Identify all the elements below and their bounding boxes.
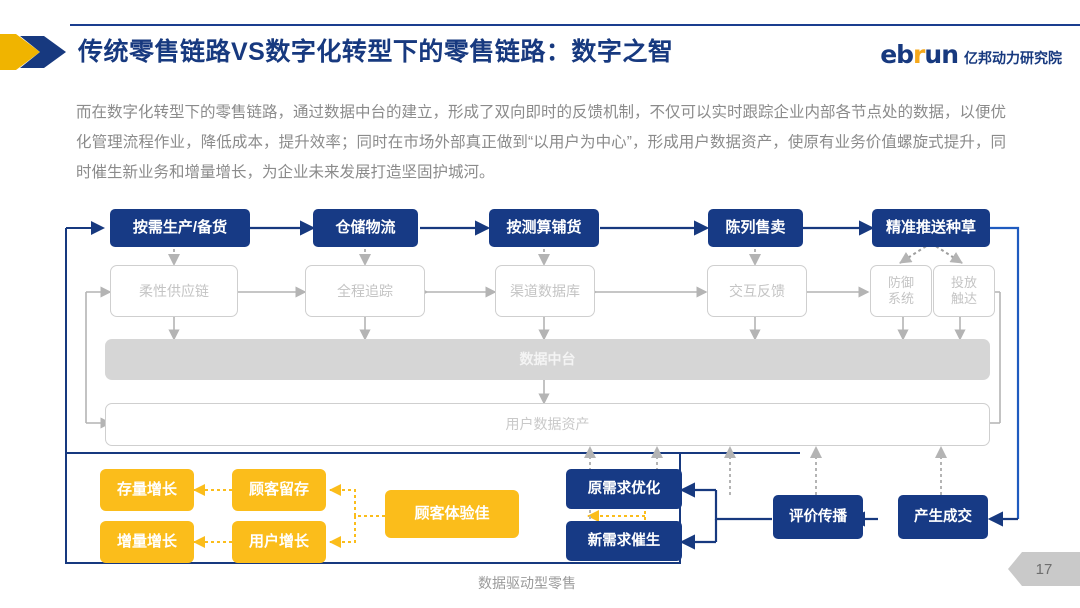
node-good-customer-experience[interactable]: 顾客体验佳 [385, 490, 519, 538]
node-user-data-assets[interactable]: 用户数据资产 [105, 403, 990, 446]
node-full-tracking[interactable]: 全程追踪 [305, 265, 425, 317]
page-title: 传统零售链路VS数字化转型下的零售链路：数字之智 [78, 38, 674, 66]
logo-r: r [913, 40, 925, 69]
logo-eb: eb [880, 40, 914, 69]
node-incremental-growth[interactable]: 增量增长 [100, 521, 194, 563]
node-warehouse-logistics[interactable]: 仓储物流 [313, 209, 418, 247]
node-stock-growth[interactable]: 存量增长 [100, 469, 194, 511]
chevron-blue-icon [20, 36, 66, 68]
node-interaction-feedback[interactable]: 交互反馈 [707, 265, 807, 317]
page-number-badge: 17 [1008, 552, 1080, 586]
header-chevron-logo [0, 28, 78, 76]
node-customer-retention[interactable]: 顾客留存 [232, 469, 326, 511]
chevron-yellow-icon [0, 34, 40, 70]
defense-system-line1: 防御 [887, 274, 914, 290]
node-original-demand-optimization[interactable]: 原需求优化 [566, 469, 682, 509]
header-rule [70, 24, 1080, 26]
ad-delivery-line1: 投放 [950, 274, 977, 290]
brand-logo: ebrun 亿邦动力研究院 [880, 40, 1062, 69]
diagram-caption: 数据驱动型零售 [478, 575, 576, 591]
retail-chain-diagram: 按需生产/备货 仓储物流 按测算铺货 陈列售卖 精准推送种草 柔性供应链 全程追… [0, 195, 1080, 595]
node-channel-database[interactable]: 渠道数据库 [495, 265, 595, 317]
node-ad-delivery-reach[interactable]: 投放 触达 [933, 265, 995, 317]
node-defense-system[interactable]: 防御 系统 [870, 265, 932, 317]
node-measured-distribution[interactable]: 按测算铺货 [489, 209, 599, 247]
logo-subtitle: 亿邦动力研究院 [964, 50, 1062, 66]
logo-un: un [924, 40, 959, 69]
node-display-selling[interactable]: 陈列售卖 [708, 209, 803, 247]
node-flexible-supply-chain[interactable]: 柔性供应链 [110, 265, 238, 317]
logo-wordmark: ebrun [880, 40, 959, 69]
node-user-growth[interactable]: 用户增长 [232, 521, 326, 563]
defense-system-line2: 系统 [887, 291, 914, 306]
node-data-middle-platform[interactable]: 数据中台 [105, 339, 990, 380]
node-review-dissemination[interactable]: 评价传播 [773, 495, 863, 539]
node-transaction-generated[interactable]: 产生成交 [898, 495, 988, 539]
ad-delivery-line2: 触达 [950, 291, 977, 306]
node-new-demand-generation[interactable]: 新需求催生 [566, 521, 682, 561]
node-on-demand-production[interactable]: 按需生产/备货 [110, 209, 250, 247]
node-precision-recommendation[interactable]: 精准推送种草 [872, 209, 990, 247]
body-paragraph: 而在数字化转型下的零售链路，通过数据中台的建立，形成了双向即时的反馈机制，不仅可… [76, 104, 1007, 181]
